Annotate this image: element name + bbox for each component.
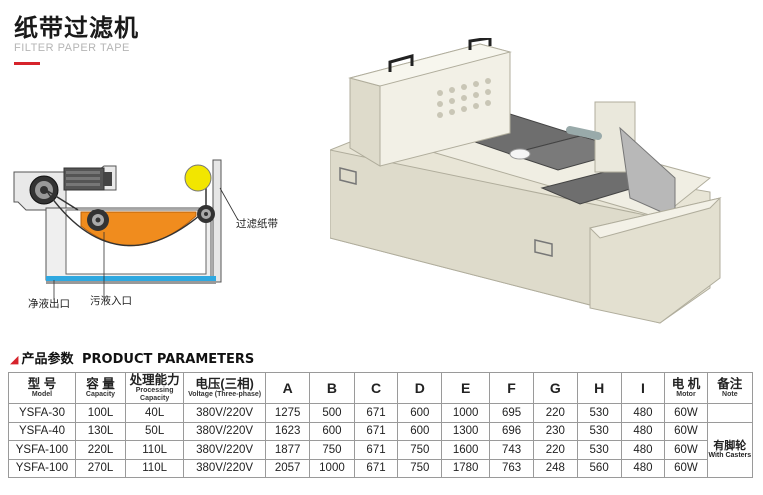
table-cell: 60W (664, 440, 708, 460)
label-clean-outlet: 净液出口 (28, 298, 70, 310)
table-cell: 1600 (441, 440, 491, 460)
col-header: E (441, 372, 491, 404)
table-cell: 50L (125, 421, 185, 441)
table-cell: 270L (74, 458, 127, 478)
note-cell: 有脚轮 With Casters (706, 421, 754, 478)
table-cell: 750 (397, 458, 443, 478)
table-cell: YSFA-40 (8, 421, 76, 441)
col-header: B (309, 372, 355, 404)
machine-photo (330, 38, 722, 324)
table-cell: 743 (489, 440, 534, 460)
col-header: A (264, 372, 311, 404)
table-cell: 530 (576, 440, 622, 460)
table-cell: 40L (125, 403, 185, 423)
table-cell: 230 (532, 421, 578, 441)
col-header: G (532, 372, 578, 404)
table-cell: 480 (620, 440, 666, 460)
table-cell: YSFA-100 (8, 440, 76, 460)
table-cell: 480 (620, 403, 666, 423)
table-cell: YSFA-100 (8, 458, 76, 478)
table-cell: 248 (532, 458, 578, 478)
table-row: YSFA-100 270L 110L 380V/220V 2057 1000 6… (8, 458, 753, 478)
table-cell: 380V/220V (183, 421, 266, 441)
col-header: F (489, 372, 534, 404)
table-cell: 600 (309, 421, 355, 441)
table-cell: 530 (576, 421, 622, 441)
table-cell: 1000 (309, 458, 355, 478)
table-cell: 1780 (441, 458, 491, 478)
params-heading-cn: 产品参数 (21, 352, 74, 367)
table-cell: 380V/220V (183, 440, 266, 460)
col-header: I (620, 372, 666, 404)
table-cell: 380V/220V (183, 403, 266, 423)
heading-marker-icon: ◢ (10, 353, 19, 366)
table-cell: 530 (576, 403, 622, 423)
table-row: YSFA-40 130L 50L 380V/220V 1623 600 671 … (8, 421, 754, 478)
table-cell: 600 (397, 403, 443, 423)
table-cell: 110L (125, 458, 185, 478)
table-cell: 671 (353, 403, 399, 423)
note-en: With Casters (708, 451, 752, 459)
page-title: 纸带过滤机 (14, 14, 139, 42)
params-heading-en: PRODUCT PARAMETERS (82, 352, 255, 367)
table-cell: 220 (532, 403, 578, 423)
table-cell: 480 (620, 421, 666, 441)
col-header: H (576, 372, 622, 404)
table-cell: 1623 (264, 421, 311, 441)
table-cell: 1877 (264, 440, 311, 460)
filter-schematic-diagram (13, 159, 239, 300)
col-header: 电压(三相)Voltage (Three-phase) (183, 372, 266, 404)
table-row: YSFA-30 100L 40L 380V/220V 1275 500 671 … (8, 403, 754, 423)
table-cell: 480 (620, 458, 666, 478)
table-cell: 560 (576, 458, 622, 478)
table-cell: 600 (397, 421, 443, 441)
table-cell: 60W (664, 403, 708, 423)
params-heading: ◢产品参数 PRODUCT PARAMETERS (10, 348, 254, 367)
table-cell: 100L (74, 403, 127, 423)
table-cell: 110L (125, 440, 185, 460)
note-cn: 有脚轮 (713, 439, 747, 452)
table-cell: 671 (353, 458, 399, 478)
table-cell: 220 (532, 440, 578, 460)
table-cell: 763 (489, 458, 534, 478)
table-cell: 1300 (441, 421, 491, 441)
accent-bar (14, 62, 40, 65)
table-cell: 60W (664, 458, 708, 478)
table-cell: 671 (353, 440, 399, 460)
label-dirty-inlet: 污液入口 (90, 295, 132, 307)
table-cell: 130L (74, 421, 127, 441)
table-cell: 2057 (264, 458, 311, 478)
table-cell: 220L (74, 440, 127, 460)
table-cell: 750 (309, 440, 355, 460)
table-cell: 380V/220V (183, 458, 266, 478)
label-filter-paper: 过滤纸带 (236, 218, 278, 230)
table-cell: 750 (397, 440, 443, 460)
table-cell: 500 (309, 403, 355, 423)
table-row: YSFA-100 220L 110L 380V/220V 1877 750 67… (8, 440, 753, 460)
table-cell: YSFA-30 (8, 403, 76, 423)
table-cell: 671 (353, 421, 399, 441)
table-cell: 695 (489, 403, 534, 423)
page-subtitle: FILTER PAPER TAPE (14, 42, 130, 54)
table-cell (706, 403, 754, 423)
table-cell: 1000 (441, 403, 491, 423)
col-header: D (397, 372, 443, 404)
table-cell: 60W (664, 421, 708, 441)
table-cell: 1275 (264, 403, 311, 423)
col-header: C (353, 372, 399, 404)
table-cell: 696 (489, 421, 534, 441)
